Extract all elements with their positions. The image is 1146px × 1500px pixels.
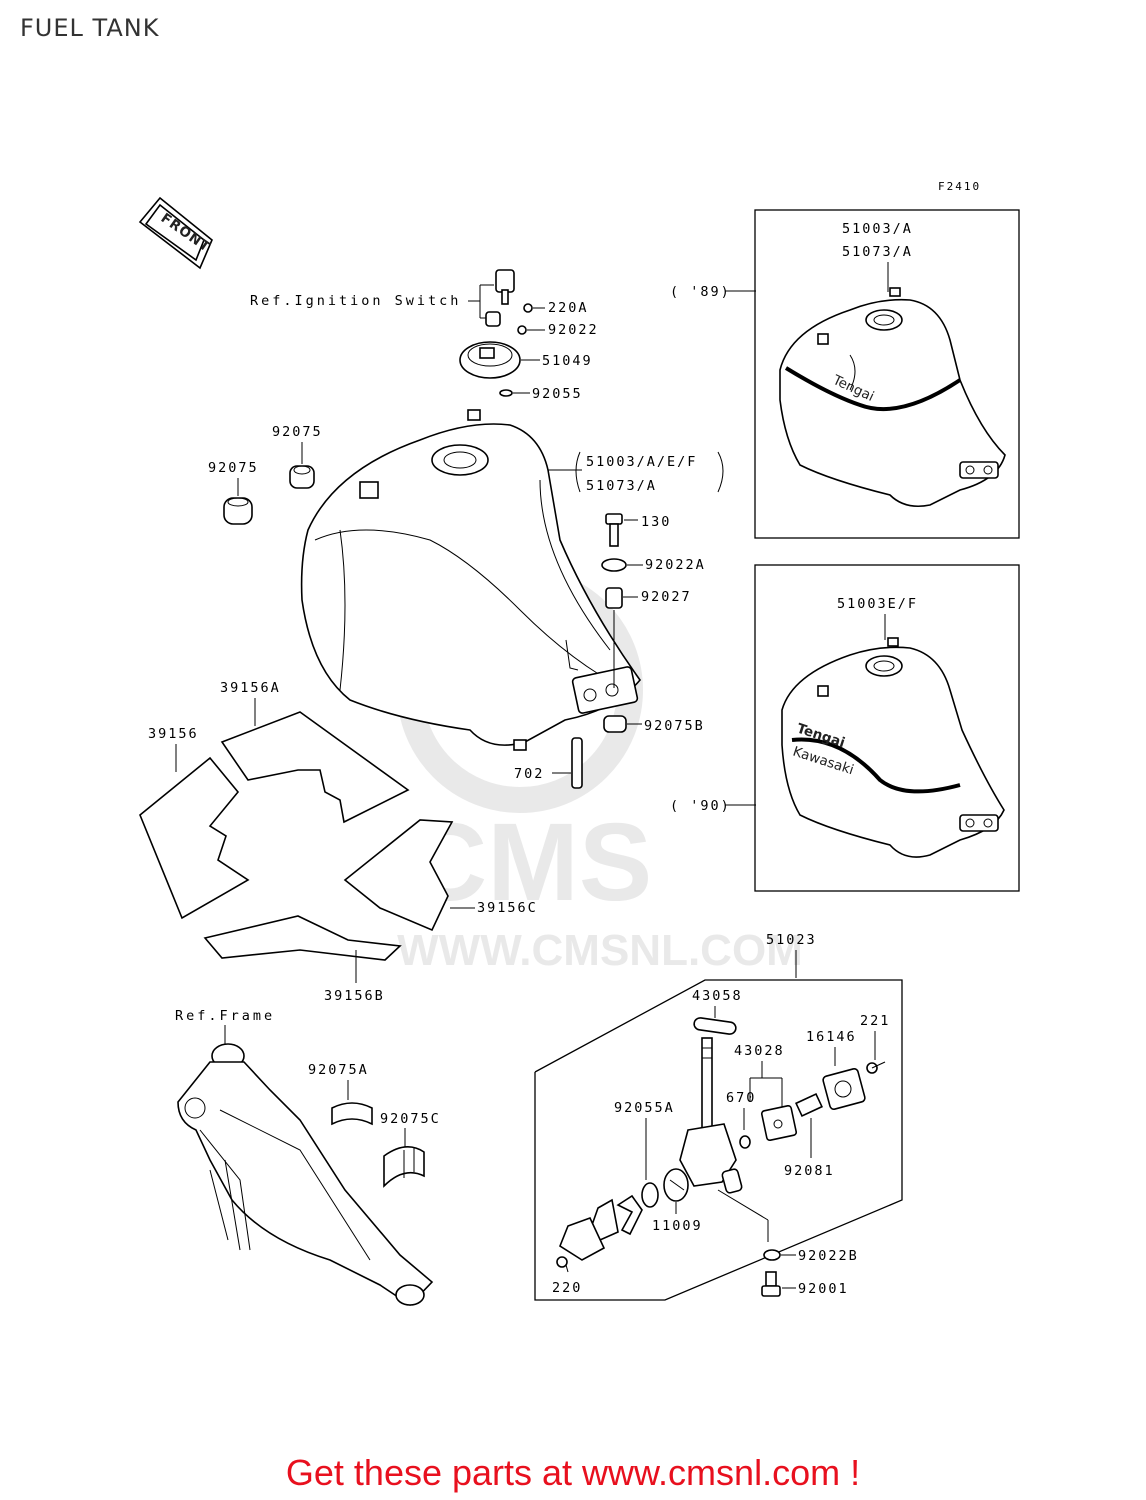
pad-39156A-icon bbox=[220, 711, 410, 824]
bolt-130-icon bbox=[605, 513, 623, 547]
damper-92075A-icon bbox=[331, 1102, 373, 1126]
inset-89-label-1: 51003/A bbox=[842, 221, 913, 237]
screw-220-icon bbox=[556, 1256, 568, 1268]
inset-1990: 51003E/F ( '90) Tengai Kawasaki bbox=[670, 564, 1020, 892]
cover-16146-icon bbox=[822, 1068, 866, 1110]
part-220A: 220A bbox=[548, 300, 589, 316]
part-92055A: 92055A bbox=[614, 1100, 675, 1116]
part-43028: 43028 bbox=[734, 1043, 785, 1059]
part-39156: 39156 bbox=[148, 726, 199, 742]
part-11009: 11009 bbox=[652, 1218, 703, 1234]
bolt-92001-icon bbox=[761, 1271, 781, 1297]
lever-11009-icon bbox=[663, 1168, 689, 1202]
pin-702-icon bbox=[571, 737, 583, 789]
page-title: FUEL TANK bbox=[20, 14, 160, 42]
key-icon bbox=[495, 269, 515, 305]
part-92022A: 92022A bbox=[645, 557, 706, 573]
inset-90-year: ( '90) bbox=[670, 798, 731, 814]
gasket-icon bbox=[591, 1198, 619, 1242]
part-220: 220 bbox=[552, 1280, 582, 1296]
pad-39156B-icon bbox=[203, 915, 402, 961]
inset-1989: 51003/A 51073/A ( '89) Tengai bbox=[670, 209, 1020, 539]
fuel-tank-main-icon bbox=[300, 409, 642, 751]
spring-clip-icon bbox=[616, 1194, 643, 1236]
ref-frame-label: Ref.Frame bbox=[175, 1008, 275, 1024]
part-43058: 43058 bbox=[692, 988, 743, 1004]
washer-92022A-icon bbox=[601, 558, 627, 572]
collar-92027-icon bbox=[605, 587, 623, 609]
oring-92055A-icon bbox=[641, 1182, 659, 1208]
plate-icon bbox=[559, 1216, 606, 1261]
fuel-cock-outline bbox=[534, 979, 903, 1301]
part-39156C: 39156C bbox=[477, 900, 538, 916]
part-92001: 92001 bbox=[798, 1281, 849, 1297]
pad-39156-icon bbox=[139, 756, 250, 920]
part-92075C: 92075C bbox=[380, 1111, 441, 1127]
front-arrow-icon: FRONT bbox=[138, 196, 213, 270]
gasket-92055-icon bbox=[499, 389, 513, 397]
fuel-cock-body-icon bbox=[679, 1037, 743, 1194]
part-670: 670 bbox=[726, 1090, 756, 1106]
ref-ignition-label: Ref.Ignition Switch bbox=[250, 293, 461, 309]
diaphragm-43028-icon bbox=[760, 1104, 798, 1142]
washer-92022-icon bbox=[517, 325, 527, 335]
damper-92075-icon bbox=[223, 497, 253, 525]
tank-1990-icon bbox=[781, 646, 1005, 858]
tank-1989-icon bbox=[779, 298, 1006, 508]
filter-43058-icon bbox=[693, 1017, 737, 1035]
part-92075B: 92075B bbox=[644, 718, 705, 734]
spring-92081-icon bbox=[795, 1092, 823, 1118]
part-16146: 16146 bbox=[806, 1029, 857, 1045]
part-130: 130 bbox=[641, 514, 671, 530]
footer-cta-link[interactable]: Get these parts at www.cmsnl.com ! bbox=[285, 1452, 861, 1493]
part-51049: 51049 bbox=[542, 353, 593, 369]
part-39156B: 39156B bbox=[324, 988, 385, 1004]
part-92075-a: 92075 bbox=[272, 424, 323, 440]
washer-92022B-icon bbox=[763, 1249, 781, 1261]
part-702: 702 bbox=[514, 766, 544, 782]
part-39156A: 39156A bbox=[220, 680, 281, 696]
diagram-code: F2410 bbox=[938, 180, 981, 193]
screw-220A-icon bbox=[523, 303, 533, 313]
oring-670-icon bbox=[739, 1135, 751, 1149]
part-92022B: 92022B bbox=[798, 1248, 859, 1264]
screw-221-icon bbox=[866, 1061, 886, 1074]
pad-39156C-icon bbox=[343, 819, 454, 932]
inset-89-label-2: 51073/A bbox=[842, 244, 913, 260]
part-221: 221 bbox=[860, 1013, 890, 1029]
part-92022: 92022 bbox=[548, 322, 599, 338]
inset-90-label-1: 51003E/F bbox=[837, 596, 918, 612]
damper-92075-icon bbox=[289, 465, 315, 489]
inset-89-year: ( '89) bbox=[670, 284, 731, 300]
part-92075A: 92075A bbox=[308, 1062, 369, 1078]
fuel-cap-icon bbox=[459, 341, 521, 379]
part-51023: 51023 bbox=[766, 932, 817, 948]
part-92081: 92081 bbox=[784, 1163, 835, 1179]
part-92027: 92027 bbox=[641, 589, 692, 605]
tank-part-b: 51073/A bbox=[586, 478, 657, 494]
part-92055: 92055 bbox=[532, 386, 583, 402]
lock-cylinder-icon bbox=[485, 311, 501, 327]
damper-92075B-icon bbox=[603, 715, 627, 733]
tank-part-a: 51003/A/E/F bbox=[586, 454, 697, 470]
frame-icon bbox=[177, 1043, 434, 1307]
part-92075-b: 92075 bbox=[208, 460, 259, 476]
